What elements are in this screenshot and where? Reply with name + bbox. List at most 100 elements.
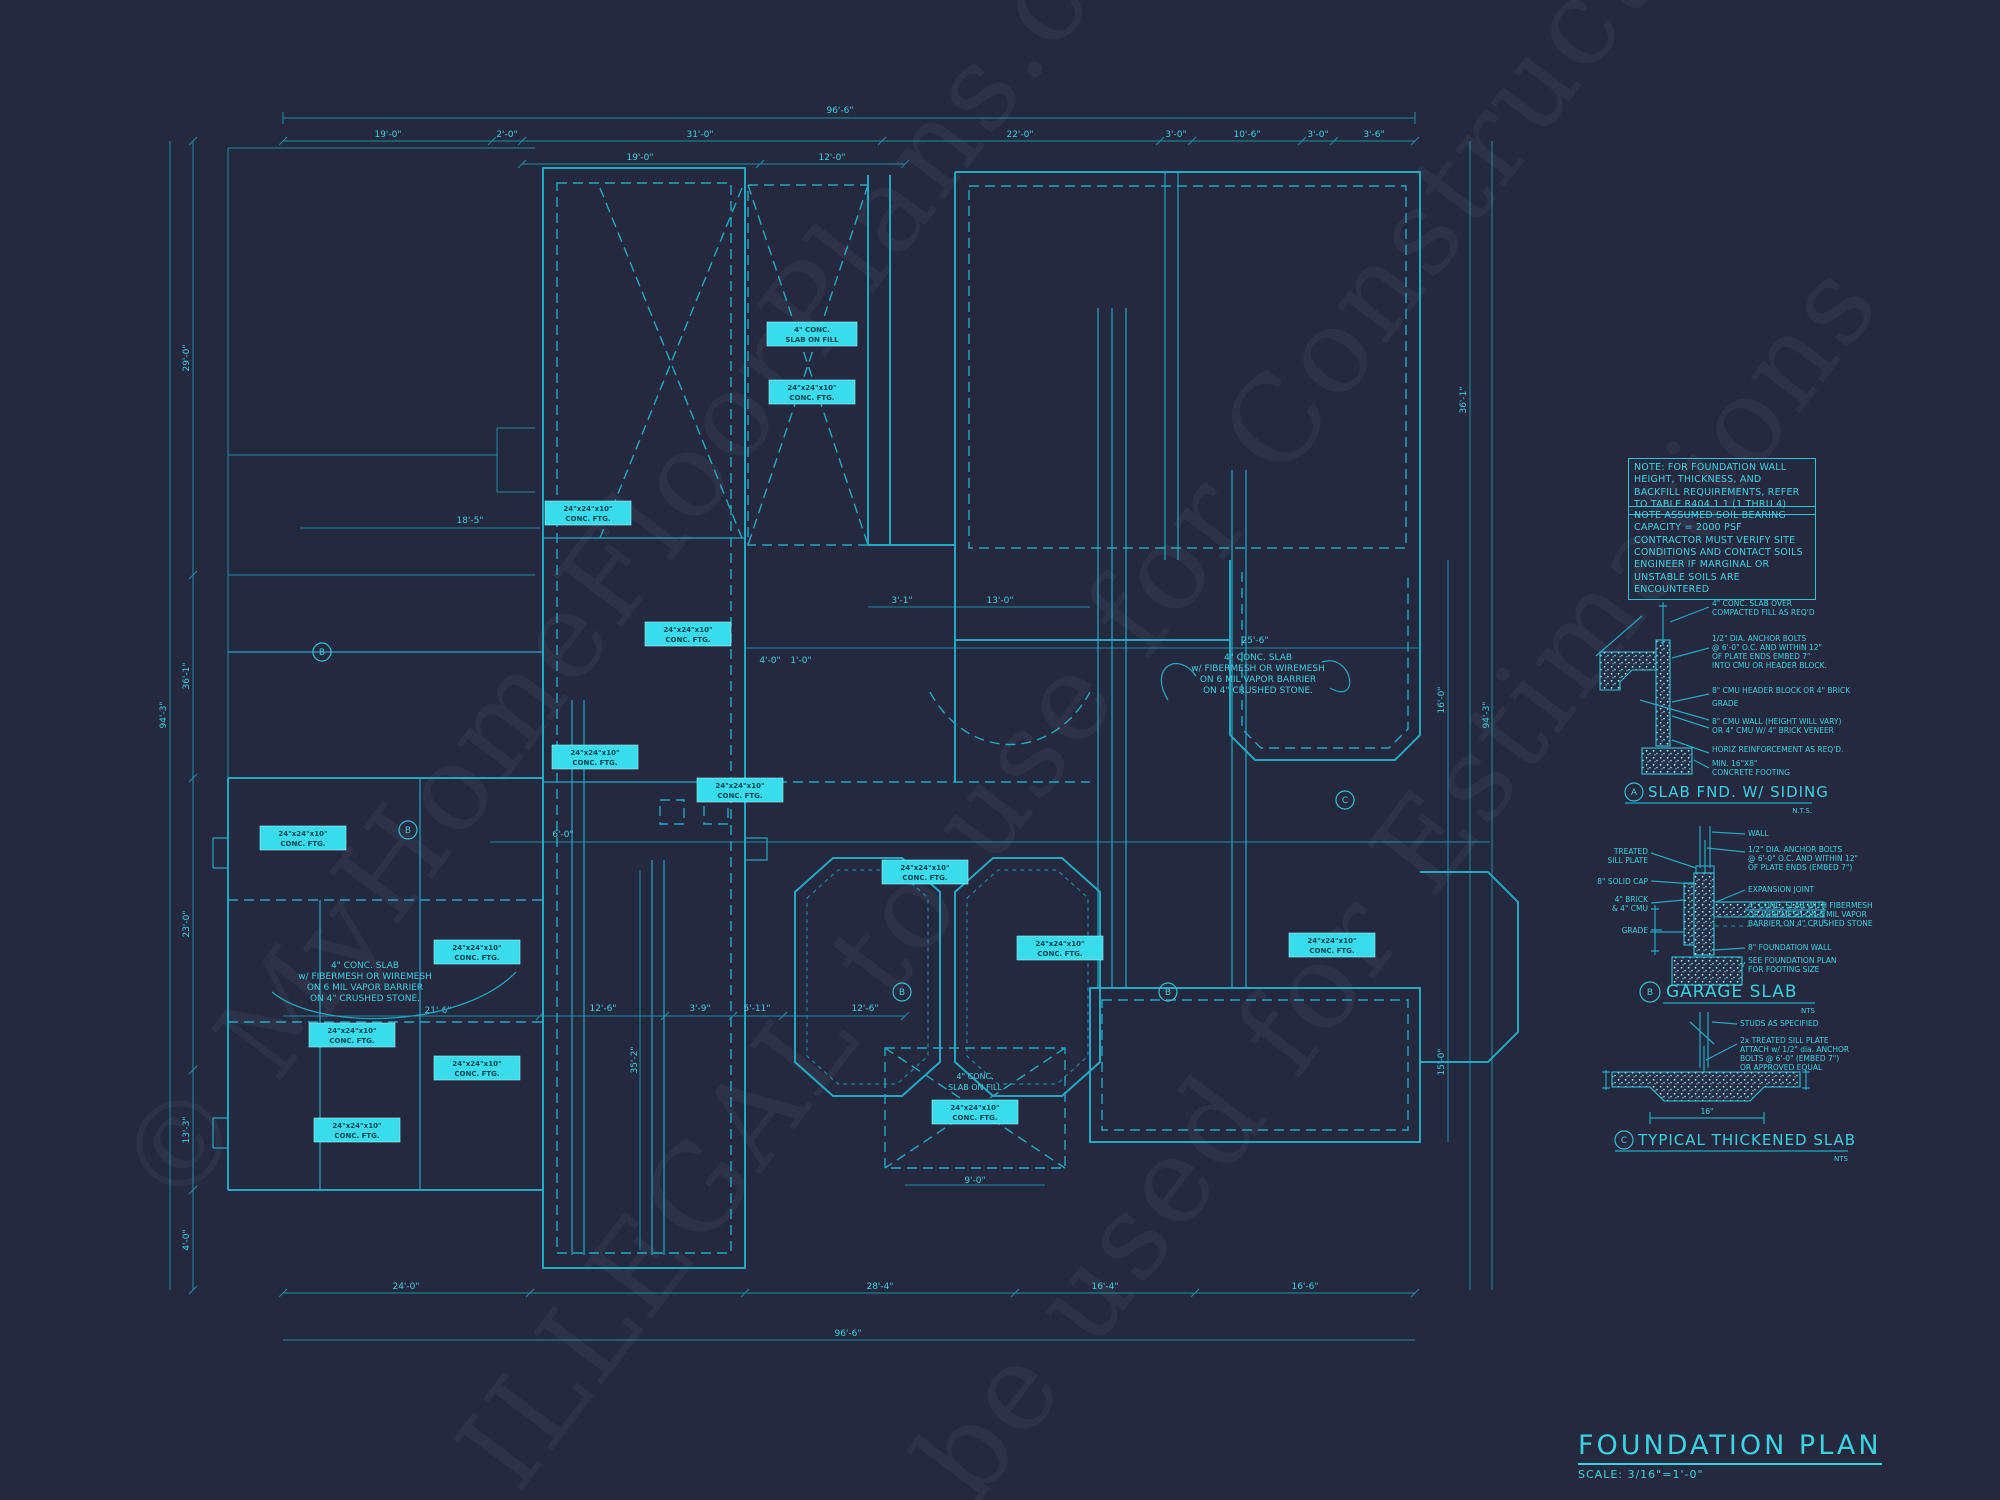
detail-c-label: OR APPROVED EQUAL (1740, 1063, 1823, 1072)
detail-c: STUDS AS SPECIFIED 2x TREATED SILL PLATE… (1602, 1012, 1855, 1163)
detail-b-label: 8" FOUNDATION WALL (1748, 943, 1832, 952)
dim-label: 6'-0" (552, 830, 573, 840)
slab-note-line: 4" CONC. SLAB (331, 961, 399, 971)
callout-text: 24"x24"x10" (278, 830, 327, 838)
callout-slab-box: 4" CONC. SLAB ON FILL (766, 321, 858, 347)
detail-c-label: ATTACH w/ 1/2" dia. ANCHOR (1740, 1045, 1849, 1054)
detail-a-marker: A (1631, 788, 1638, 798)
detail-a-label: MIN. 16"X8" (1712, 759, 1757, 768)
slab-note-line: ON 6 MIL VAPOR BARRIER (307, 983, 423, 993)
detail-a-label: OF PLATE ENDS EMBED 7" (1712, 652, 1810, 661)
detail-b-label: OR WIREMESH ON 6 MIL VAPOR (1748, 910, 1867, 919)
soil-bearing-note: NOTE ASSUMED SOIL BEARING CAPACITY = 200… (1628, 506, 1816, 601)
callout-ftg-box: 24"x24"x10" CONC. FTG. (433, 939, 521, 965)
detail-c-label: STUDS AS SPECIFIED (1740, 1019, 1819, 1028)
detail-b-label: 8" SOLID CAP (1597, 877, 1648, 886)
detail-c-marker: C (1621, 1136, 1627, 1146)
dim-label: 12'-0" (818, 153, 845, 163)
detail-c-label: BOLTS @ 6'-0" (EMBED 7") (1740, 1054, 1839, 1063)
detail-b-label: SILL PLATE (1608, 856, 1649, 865)
dim-label: 94'-3" (1482, 701, 1492, 728)
detail-a-label: 8" CMU WALL (HEIGHT WILL VARY) (1712, 717, 1841, 726)
detail-b-label: EXPANSION JOINT (1748, 885, 1814, 894)
callout-text: CONC. FTG. (789, 394, 834, 402)
callout-text: CONC. FTG. (952, 1114, 997, 1122)
callout-ftg-box: 24"x24"x10" CONC. FTG. (881, 859, 969, 885)
marker-letter: B (899, 988, 905, 998)
dim-label: 13'-0" (986, 596, 1013, 606)
detail-b-label: 4" CONC. SLAB WITH FIBERMESH (1748, 901, 1873, 910)
callout-text: CONC. FTG. (454, 1070, 499, 1078)
callout-ftg-box: 24"x24"x10" CONC. FTG. (696, 777, 784, 803)
detail-a-label: CONCRETE FOOTING (1712, 768, 1790, 777)
dim-label: 16'-6" (1291, 1282, 1318, 1292)
slab-notes: 4" CONC. SLAB w/ FIBERMESH OR WIREMESH O… (271, 653, 1351, 1092)
dim-label: 24'-0" (392, 1282, 419, 1292)
slab-note-line: ON 4" CRUSHED STONE. (1203, 686, 1313, 696)
callout-text: 24"x24"x10" (787, 384, 836, 392)
dim-label: 23'-0" (182, 910, 192, 937)
dim-label: 4'-0" (182, 1229, 192, 1250)
detail-b-label: BARRIER ON 4" CRUSHED STONE (1748, 919, 1873, 928)
detail-b-label: @ 6'-0" O.C. AND WITHIN 12" (1748, 854, 1858, 863)
callout-text: CONC. FTG. (565, 515, 610, 523)
dim-label: 29'-0" (182, 344, 192, 371)
detail-c-label: 2x TREATED SILL PLATE (1740, 1036, 1829, 1045)
detail-b-label: SEE FOUNDATION PLAN (1748, 956, 1836, 965)
detail-a-label: INTO CMU OR HEADER BLOCK. (1712, 661, 1827, 670)
callout-text: CONC. FTG. (1309, 947, 1354, 955)
dim-label: 3'-0" (1307, 130, 1328, 140)
dim-label: 16'-0" (1437, 686, 1447, 713)
dim-label: 94'-3" (159, 701, 169, 728)
detail-a-label: @ 6'-0" O.C. AND WITHIN 12" (1712, 643, 1822, 652)
dimension-labels: 96'-6" 19'-0" 2'-0" 31'-0" 19'-0" 12'-0"… (159, 106, 1492, 1339)
dim-label: 3'-0" (1165, 130, 1186, 140)
detail-a-label: 4" CONC. SLAB OVER (1712, 599, 1792, 608)
callout-ftg-box: 24"x24"x10" CONC. FTG. (931, 1099, 1019, 1125)
callout-text: CONC. FTG. (329, 1037, 374, 1045)
callout-text: 24"x24"x10" (950, 1104, 999, 1112)
detail-b-label: GRADE (1622, 926, 1649, 935)
sheet-scale: SCALE: 3/16"=1'-0" (1578, 1468, 1704, 1481)
callout-text: 24"x24"x10" (570, 749, 619, 757)
dim-label: 96'-6" (834, 1329, 861, 1339)
callout-text: 24"x24"x10" (1307, 937, 1356, 945)
detail-a-label: COMPACTED FILL AS REQ'D (1712, 608, 1815, 617)
dim-label: 96'-6" (826, 106, 853, 116)
dim-label: 10'-6" (1233, 130, 1260, 140)
detail-c-nts: NTS (1834, 1155, 1849, 1163)
dim-label: 36'-1" (182, 662, 192, 689)
detail-a: 4" CONC. SLAB OVER COMPACTED FILL AS REQ… (1595, 599, 1851, 815)
detail-a-label: 8" CMU HEADER BLOCK OR 4" BRICK (1712, 686, 1851, 695)
callout-text: CONC. FTG. (1037, 950, 1082, 958)
callout-text: CONC. FTG. (334, 1132, 379, 1140)
detail-b-marker: B (1647, 988, 1653, 998)
title-block: FOUNDATION PLAN SCALE: 3/16"=1'-0" (1578, 1430, 1882, 1481)
callout-text: CONC. FTG. (665, 636, 710, 644)
detail-b-nts: NTS (1801, 1007, 1816, 1015)
callout-text: CONC. FTG. (902, 874, 947, 882)
dim-label: 19'-0" (374, 130, 401, 140)
dim-label: 19'-0" (626, 153, 653, 163)
dim-label: 3'-6" (1363, 130, 1384, 140)
callout-text: CONC. FTG. (280, 840, 325, 848)
callout-text: SLAB ON FILL (785, 336, 839, 344)
dim-label: 2'-0" (496, 130, 517, 140)
slab-note-line: 4" CONC. (956, 1072, 993, 1081)
dim-label: 16'-4" (1091, 1282, 1118, 1292)
marker-letter: B (1165, 988, 1171, 998)
callout-text: 24"x24"x10" (715, 782, 764, 790)
dim-label: 15'-0" (1437, 1048, 1447, 1075)
marker-letter: B (405, 826, 411, 836)
foundation-wall-note: NOTE: FOR FOUNDATION WALL HEIGHT, THICKN… (1628, 458, 1816, 516)
dim-label: 9'-0" (964, 1176, 985, 1186)
callout-text: 24"x24"x10" (900, 864, 949, 872)
dimension-lines (169, 112, 1493, 1341)
detail-b-title: GARAGE SLAB (1666, 982, 1798, 1002)
callout-ftg-box: 24"x24"x10" CONC. FTG. (544, 500, 632, 526)
dim-label: 25'-6" (1241, 636, 1268, 646)
dim-label: 3'-9" (689, 1004, 710, 1014)
detail-c-dim: 16" (1701, 1107, 1714, 1116)
marker-letter: B (319, 648, 325, 658)
